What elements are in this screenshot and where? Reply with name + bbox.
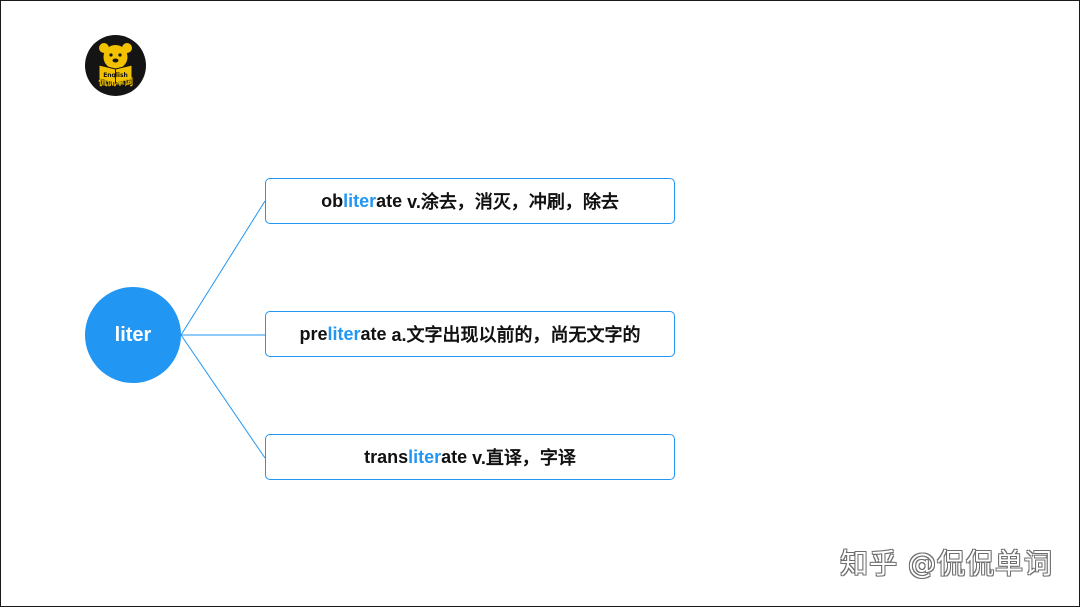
connector-line-1 (180, 200, 266, 336)
word-suffix: ate (441, 446, 468, 467)
word-definition: v.直译，字译 (467, 448, 576, 468)
logo-text: 侃侃单词 (98, 78, 133, 88)
watermark: 知乎 @侃侃单词 (840, 547, 1053, 580)
word-root-highlight: liter (408, 446, 442, 467)
word-prefix: trans (364, 446, 409, 467)
root-node-label: liter (114, 323, 152, 346)
word-prefix: ob (321, 190, 344, 211)
word-root-highlight: liter (327, 323, 361, 344)
word-suffix: ate (376, 190, 403, 211)
word-root-highlight: liter (343, 190, 377, 211)
connector-line-3 (180, 334, 266, 459)
word-definition: a.文字出现以前的，尚无文字的 (386, 325, 641, 345)
logo: English 侃侃单词 (85, 35, 146, 96)
root-node: liter (85, 287, 181, 383)
word-definition: v.涂去，消灭，冲刷，除去 (402, 192, 619, 212)
word-prefix: pre (299, 323, 328, 344)
word-suffix: ate (360, 323, 387, 344)
logo-badge-text: English (103, 72, 128, 79)
bear-reading-book-icon: English (98, 43, 133, 84)
